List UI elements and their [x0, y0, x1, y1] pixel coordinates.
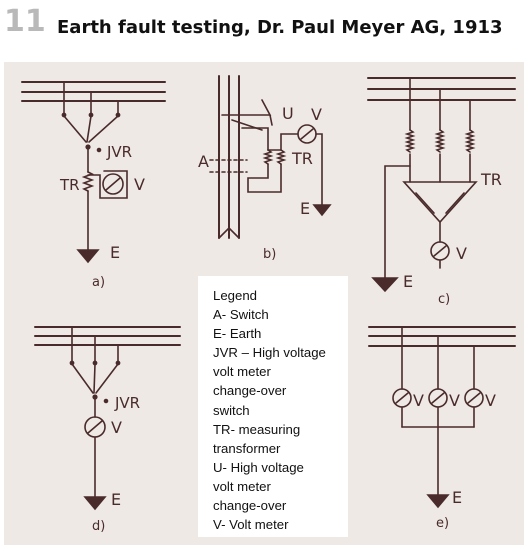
legend-line: Legend: [213, 288, 258, 303]
caption-b: b): [263, 247, 276, 262]
v1-label-e: V: [413, 391, 424, 410]
caption-d: d): [92, 519, 105, 534]
legend-line: switch: [213, 402, 250, 418]
v-label-a: V: [134, 175, 145, 194]
legend-line: JVR – High voltage: [213, 345, 326, 361]
header: 11 Earth fault testing, Dr. Paul Meyer A…: [0, 0, 530, 52]
diagram-c: TR V E c): [367, 77, 516, 307]
legend-line: volt meter: [213, 478, 271, 494]
legend-box: Legend A- Switch E- Earth JVR – High vol…: [198, 276, 348, 537]
u-label-b: U: [282, 104, 294, 123]
e-label-d: E: [111, 490, 121, 509]
caption-e: e): [436, 516, 449, 531]
jvr-label-d: JVR: [114, 394, 140, 412]
caption-c: c): [438, 292, 450, 307]
jvr-label-a: JVR: [106, 143, 132, 161]
e-label-b: E: [300, 199, 310, 218]
caption-a: a): [92, 275, 105, 290]
tr-label-b: TR: [291, 149, 313, 168]
diagram-b: A U V TR E b): [198, 75, 332, 262]
a-label-b: A: [198, 152, 209, 171]
tr-label-a: TR: [59, 176, 80, 194]
legend-line: change-over: [213, 383, 287, 399]
legend-line: change-over: [213, 498, 287, 514]
figure-number: 11: [4, 4, 46, 39]
diagram-d: JVR V E d): [34, 326, 181, 534]
tr-label-c: TR: [480, 170, 502, 189]
v-label-b: V: [311, 105, 322, 124]
e-label-e: E: [452, 488, 462, 507]
legend-line: U- High voltage: [213, 459, 304, 475]
diagram-e: V V V E e): [368, 326, 516, 531]
legend-line: TR- measuring: [213, 421, 301, 437]
legend-line: A- Switch: [213, 307, 269, 323]
v3-label-e: V: [485, 391, 496, 410]
legend-line: E- Earth: [213, 326, 262, 342]
legend-line: V- Volt meter: [213, 517, 289, 533]
legend-line: transformer: [213, 440, 281, 456]
legend-line: volt meter: [213, 364, 271, 380]
figure-title: Earth fault testing, Dr. Paul Meyer AG, …: [57, 17, 503, 38]
v2-label-e: V: [449, 391, 460, 410]
diagram-a: JVR TR V E a): [21, 81, 166, 290]
v-label-c: V: [456, 244, 467, 263]
e-label-c: E: [403, 272, 413, 291]
e-label-a: E: [110, 243, 120, 262]
v-label-d: V: [111, 418, 122, 437]
